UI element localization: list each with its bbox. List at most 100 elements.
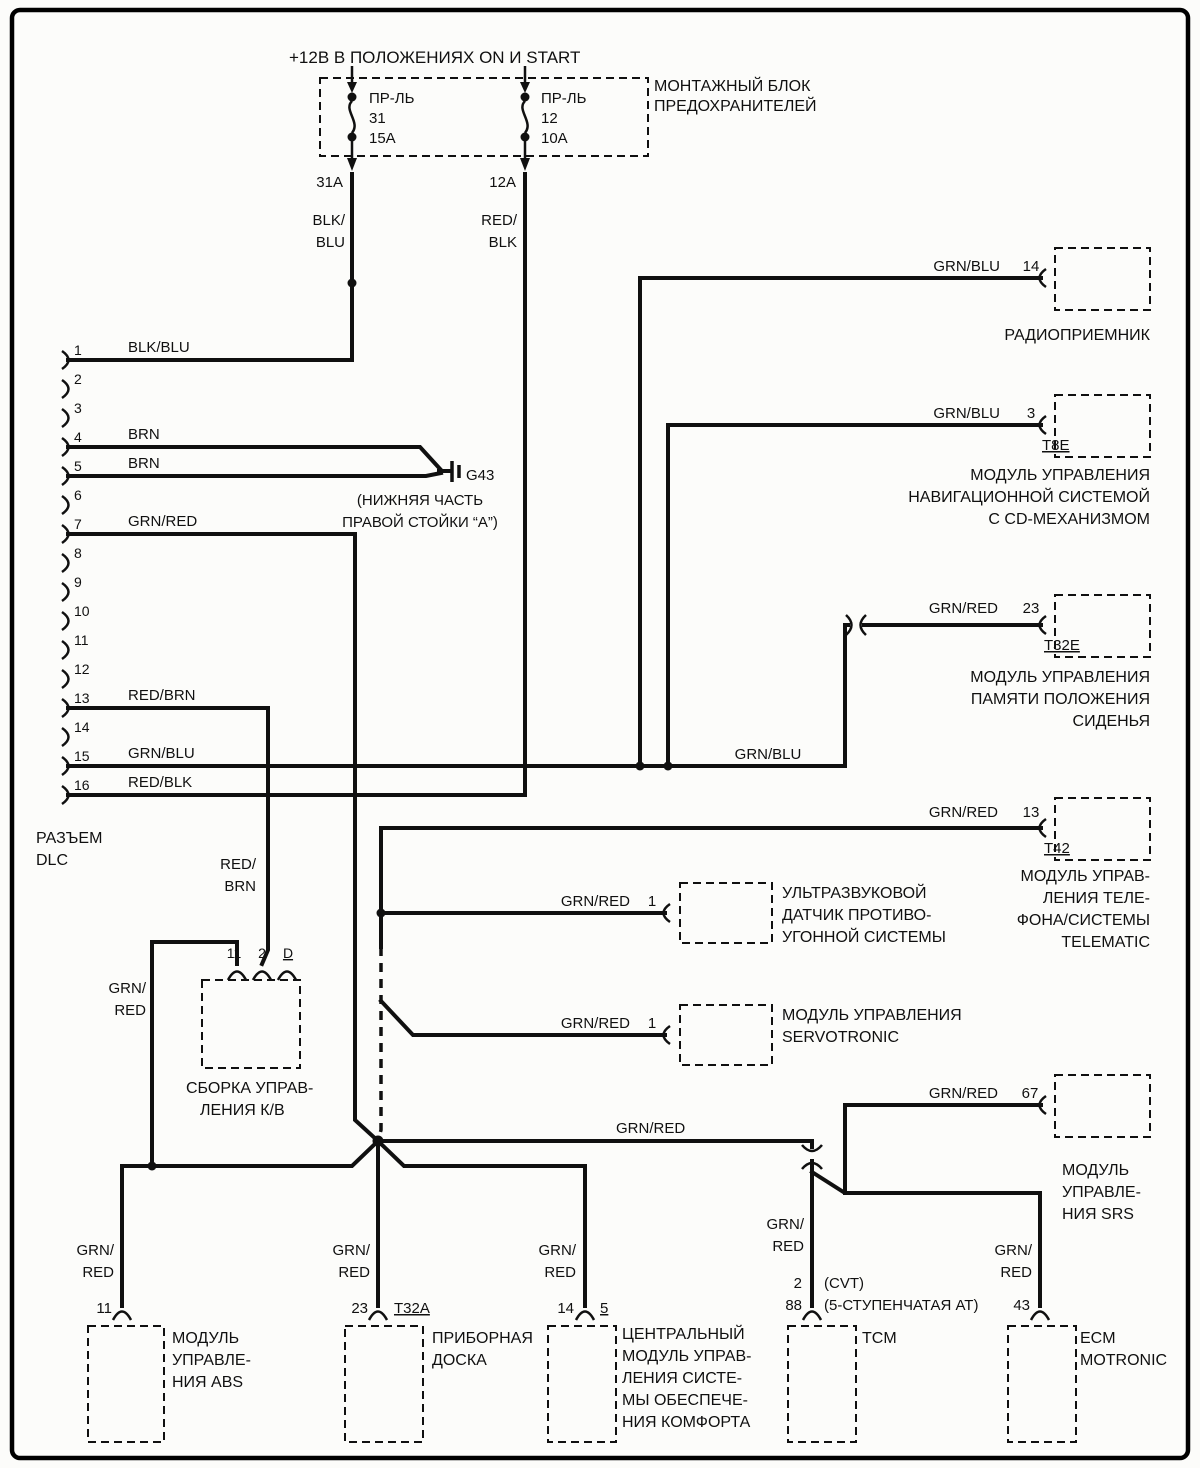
cluster-wire-label-2: RED bbox=[338, 1264, 370, 1281]
dlc-pin-11-terminal bbox=[60, 639, 70, 661]
dlc-pin-6: 6 bbox=[74, 487, 82, 503]
tcm-label: TCM bbox=[862, 1330, 897, 1347]
fuse1-terminal: 31A bbox=[316, 174, 343, 191]
dlc-wire-7-label: GRN/RED bbox=[128, 513, 197, 530]
dlc-pin-14: 14 bbox=[74, 719, 90, 735]
net-brn-ground-wire bbox=[66, 445, 452, 478]
phone-pin: 13 bbox=[1023, 804, 1040, 821]
ultrasonic-label-3: УГОННОЙ СИСТЕМЫ bbox=[782, 927, 946, 946]
seat-connector-id: T32E bbox=[1044, 637, 1080, 654]
dlc-pin-1-terminal bbox=[60, 349, 70, 371]
srs-pin: 67 bbox=[1022, 1085, 1039, 1102]
dlc-wire-13-label: RED/BRN bbox=[128, 687, 196, 704]
ultrasonic-label-1: УЛЬТРАЗВУКОВОЙ bbox=[782, 883, 927, 902]
comfort-wire-label-1: GRN/ bbox=[539, 1242, 577, 1259]
radio-pin: 14 bbox=[1023, 258, 1040, 275]
grn-blu-net-label: GRN/BLU bbox=[735, 746, 802, 763]
nav-wire-label: GRN/BLU bbox=[933, 405, 1000, 422]
nav-label-2: НАВИГАЦИОННОЙ СИСТЕМОЙ bbox=[908, 487, 1150, 506]
hvac-pin-d-terminal bbox=[276, 970, 298, 982]
hvac-branch-wire-label-2: RED bbox=[114, 1002, 146, 1019]
dlc-wire-1-label: BLK/BLU bbox=[128, 339, 190, 356]
splice-dot-hvac-branch bbox=[147, 1161, 157, 1171]
srs-box bbox=[1054, 1074, 1151, 1138]
dlc-wire-4-label: BRN bbox=[128, 426, 160, 443]
fuse1-wirecolor-1: BLK/ bbox=[312, 212, 345, 229]
dlc-pin-12: 12 bbox=[74, 661, 90, 677]
fuse1-name: ПР-ЛЬ bbox=[369, 90, 415, 107]
seat-pin: 23 bbox=[1023, 600, 1040, 617]
dlc-wire-5-label: BRN bbox=[128, 455, 160, 472]
fusebox-label-2: ПРЕДОХРАНИТЕЛЕЙ bbox=[654, 96, 817, 115]
servotronic-wire-label: GRN/RED bbox=[561, 1015, 630, 1032]
dlc-pin-8: 8 bbox=[74, 545, 82, 561]
tcm-pin-b: 88 bbox=[785, 1297, 802, 1314]
tcm-pin-a-note: (CVT) bbox=[824, 1275, 864, 1292]
fusebox-label-1: МОНТАЖНЫЙ БЛОК bbox=[654, 76, 811, 95]
srs-label-1: МОДУЛЬ bbox=[1062, 1162, 1129, 1179]
splice-dot-blkblu bbox=[347, 278, 357, 288]
hvac-wire-label-1: RED/ bbox=[220, 856, 257, 873]
abs-pin: 11 bbox=[96, 1300, 112, 1317]
ultrasonic-wire-label: GRN/RED bbox=[561, 893, 630, 910]
hvac-pin-2: 2 bbox=[258, 945, 266, 961]
grn-red-net-label: GRN/RED bbox=[616, 1120, 685, 1137]
dlc-pin-16: 16 bbox=[74, 777, 90, 793]
dlc-pin-1: 1 bbox=[74, 342, 82, 358]
ultrasonic-label-2: ДАТЧИК ПРОТИВО- bbox=[782, 907, 931, 924]
dlc-pin-5: 5 bbox=[74, 458, 82, 474]
tcm-pin-a: 2 bbox=[794, 1275, 802, 1292]
srs-wire-label: GRN/RED bbox=[929, 1085, 998, 1102]
comfort-wire-label-2: RED bbox=[544, 1264, 576, 1281]
srs-label-2: УПРАВЛЕ- bbox=[1062, 1184, 1141, 1201]
hvac-branch-wire-label-1: GRN/ bbox=[109, 980, 147, 997]
inline-connector-tcm bbox=[801, 1144, 823, 1170]
splice-dot-nav bbox=[663, 761, 673, 771]
cluster-pin: 23 bbox=[351, 1300, 368, 1317]
dlc-pin-9: 9 bbox=[74, 574, 82, 590]
ecm-pin: 43 bbox=[1013, 1297, 1030, 1314]
nav-pin: 3 bbox=[1027, 405, 1035, 422]
cluster-label-1: ПРИБОРНАЯ bbox=[432, 1330, 533, 1347]
tcm-wire-label-2: RED bbox=[772, 1238, 804, 1255]
dlc-pin-4: 4 bbox=[74, 429, 82, 445]
ecm-pin-terminal bbox=[1029, 1310, 1051, 1322]
ecm-wire-label-2: RED bbox=[1000, 1264, 1032, 1281]
servotronic-label-1: МОДУЛЬ УПРАВЛЕНИЯ bbox=[782, 1007, 962, 1024]
dlc-pin-12-terminal bbox=[60, 668, 70, 690]
ultrasonic-box bbox=[679, 882, 773, 944]
fuse2-wirecolor-1: RED/ bbox=[481, 212, 518, 229]
tcm-box bbox=[787, 1325, 857, 1443]
dlc-label-1: РАЗЪЕМ bbox=[36, 830, 102, 847]
fuse2-name: ПР-ЛЬ bbox=[541, 90, 587, 107]
fuse2-terminal: 12A bbox=[489, 174, 516, 191]
phone-label-2: ЛЕНИЯ ТЕЛЕ- bbox=[1043, 890, 1150, 907]
seat-label-2: ПАМЯТИ ПОЛОЖЕНИЯ bbox=[971, 691, 1150, 708]
phone-wire-label: GRN/RED bbox=[929, 804, 998, 821]
abs-label-1: МОДУЛЬ bbox=[172, 1330, 239, 1347]
dlc-pin-16-terminal bbox=[60, 784, 70, 806]
ecm-label-1: ECM bbox=[1080, 1330, 1116, 1347]
comfort-pin: 14 bbox=[557, 1300, 574, 1317]
comfort-pin-terminal bbox=[574, 1310, 596, 1322]
hvac-label-2: ЛЕНИЯ К/В bbox=[200, 1102, 285, 1119]
dlc-pin-15-terminal bbox=[60, 755, 70, 777]
dlc-pin-14-terminal bbox=[60, 726, 70, 748]
cluster-box bbox=[344, 1325, 424, 1443]
comfort-label-5: НИЯ КОМФОРТА bbox=[622, 1414, 751, 1431]
fuse1-num: 31 bbox=[369, 110, 386, 127]
cluster-wire-label-1: GRN/ bbox=[333, 1242, 371, 1259]
dlc-pin-3: 3 bbox=[74, 400, 82, 416]
fuse1-wirecolor-2: BLU bbox=[316, 234, 345, 251]
tcm-wire-label-1: GRN/ bbox=[767, 1216, 805, 1233]
hvac-pin-2-terminal bbox=[251, 970, 273, 982]
dlc-pin-3-terminal bbox=[60, 407, 70, 429]
dlc-pin-9-terminal bbox=[60, 581, 70, 603]
net-red-blk-wire bbox=[66, 172, 527, 797]
dlc-wire-15-label: GRN/BLU bbox=[128, 745, 195, 762]
dlc-label-2: DLC bbox=[36, 852, 68, 869]
dlc-pin-2-terminal bbox=[60, 378, 70, 400]
dlc-pin-8-terminal bbox=[60, 552, 70, 574]
hvac-pin-d: D bbox=[283, 945, 293, 961]
